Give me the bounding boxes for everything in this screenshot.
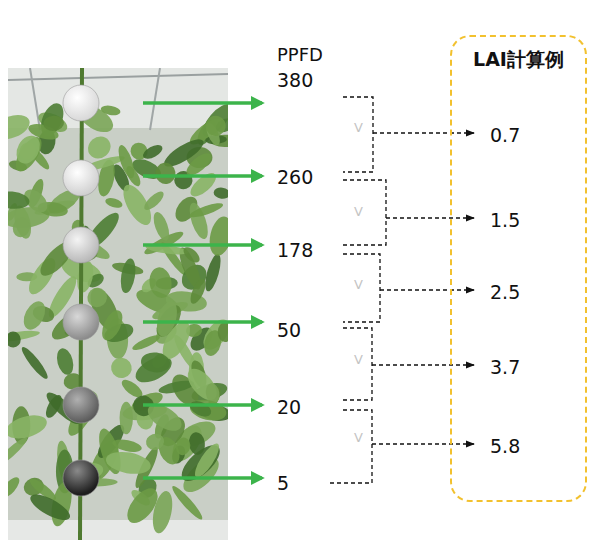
leaf <box>151 210 173 242</box>
leaf <box>8 331 21 348</box>
leaf <box>43 393 65 421</box>
sensor-sphere <box>63 85 99 121</box>
leaf <box>206 214 228 258</box>
dashed-arrow <box>380 289 474 290</box>
leaf <box>27 490 74 525</box>
leaf <box>111 437 143 454</box>
leaf <box>154 161 177 185</box>
column-heading: PPFD <box>277 44 323 66</box>
inequality-mark: V <box>354 352 363 368</box>
panel-heading: LAI計算例 <box>473 48 564 71</box>
dashed-arrow <box>372 364 474 365</box>
green-arrow <box>143 101 262 105</box>
inequality-mark: V <box>354 204 363 220</box>
dashed-brackets <box>328 97 474 483</box>
leaf <box>182 364 222 406</box>
leaf <box>19 344 51 381</box>
leaf <box>188 200 224 220</box>
ppfd-value: 178 <box>277 239 313 262</box>
dashed-bracket <box>343 180 386 245</box>
inequality-mark: V <box>354 120 363 136</box>
leaf <box>147 266 174 300</box>
sensor-sphere <box>63 227 99 263</box>
leaf <box>8 435 30 471</box>
lai-value: 1.5 <box>490 209 520 232</box>
dashed-bracket <box>343 254 380 322</box>
leaf <box>149 489 175 535</box>
green-arrow <box>143 476 262 480</box>
ppfd-value: 20 <box>277 396 301 419</box>
leaf <box>100 104 121 117</box>
leaf <box>8 474 22 500</box>
green-arrow <box>143 320 262 324</box>
leaf <box>54 346 76 376</box>
leaf <box>119 257 138 294</box>
dashed-arrow <box>372 443 474 444</box>
ppfd-value: 260 <box>277 166 313 189</box>
leaf <box>169 483 205 522</box>
leaf <box>141 142 165 162</box>
leaf <box>104 196 123 209</box>
leaf <box>8 411 49 443</box>
plant-photo <box>8 68 228 540</box>
dashed-bracket <box>343 328 372 400</box>
leaf <box>104 449 152 477</box>
leaf <box>115 143 137 179</box>
ppfd-value: 50 <box>277 319 301 342</box>
dashed-bracket <box>343 97 373 172</box>
ppfd-value: 380 <box>277 69 313 92</box>
leaf <box>153 299 180 339</box>
leaf <box>10 215 33 239</box>
leaf <box>8 190 30 211</box>
dashed-bracket <box>328 410 372 483</box>
inequality-mark: V <box>354 430 363 446</box>
lai-value: 3.7 <box>490 356 520 379</box>
dashed-arrow <box>386 217 474 218</box>
leaf <box>98 307 127 343</box>
leaf <box>140 351 171 374</box>
green-arrow <box>143 243 262 247</box>
leaf <box>181 244 202 265</box>
light-sensor-spheres <box>63 85 99 496</box>
lai-value: 2.5 <box>490 281 520 304</box>
leaf <box>218 322 228 342</box>
leaf <box>188 398 214 420</box>
sensor-sphere <box>63 304 99 340</box>
dashed-arrow <box>373 132 474 133</box>
sensor-sphere <box>63 387 99 423</box>
leaf <box>202 112 228 139</box>
sensor-sphere <box>63 460 99 496</box>
green-arrow <box>143 403 262 407</box>
leaf <box>144 431 166 452</box>
leaf <box>187 277 208 306</box>
sensor-sphere <box>63 160 99 196</box>
green-arrow <box>143 174 262 178</box>
lai-value: 0.7 <box>490 124 520 147</box>
leaf <box>188 431 207 455</box>
leaf <box>131 333 162 353</box>
ppfd-value: 5 <box>277 472 289 495</box>
inequality-mark: V <box>354 277 363 293</box>
leaf <box>188 397 228 424</box>
leaf <box>75 260 96 294</box>
lai-value: 5.8 <box>490 435 520 458</box>
leaf <box>213 187 228 200</box>
leaf <box>12 132 45 168</box>
leaf <box>142 189 167 213</box>
leaf <box>19 298 49 333</box>
leaf <box>191 440 223 480</box>
leaf <box>42 115 64 132</box>
green-arrows <box>143 103 262 478</box>
leaf <box>107 354 135 382</box>
example-panel: LAI計算例 0.7 1.5 2.5 3.7 5.8 <box>450 35 587 502</box>
